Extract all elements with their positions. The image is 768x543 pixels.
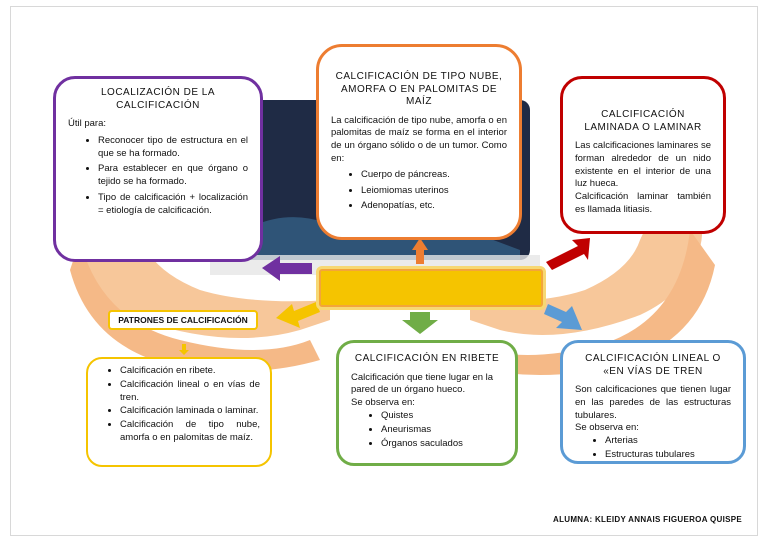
arrow-left-purple [262, 256, 312, 281]
laminada-text-2: Calcificación laminar también es llamada… [575, 191, 711, 216]
list-item: Órganos saculados [381, 438, 503, 451]
right-palm-shape [460, 230, 715, 375]
arrow-small-down-yellow [179, 344, 189, 355]
center-topic-bar [316, 266, 546, 310]
lineal-list: Arterias Estructuras tubulares [575, 435, 731, 462]
lineal-title: CALCIFICACIÓN LINEAL O «EN VÍAS DE TREN [585, 353, 721, 377]
list-item: Reconocer tipo de estructura en el que s… [98, 135, 248, 161]
ribete-observa: Se observa en: [351, 397, 415, 409]
nube-box: CALCIFICACIÓN DE TIPO NUBE, AMORFA O EN … [316, 44, 522, 240]
patrones-label: PATRONES DE CALCIFICACIÓN [108, 310, 258, 330]
ribete-list: Quistes Aneurismas Órganos saculados [351, 410, 503, 450]
patrones-box: Calcificación en ribete. Calcificación l… [86, 357, 272, 467]
ribete-text: Calcificación que tiene lugar en la pare… [351, 371, 494, 396]
list-item: Tipo de calcificación + localización = e… [98, 192, 248, 218]
nube-list: Cuerpo de páncreas. Leiomiomas uterinos … [331, 169, 507, 213]
localizacion-box: LOCALIZACIÓN DE LA CALCIFICACIÓN Útil pa… [53, 76, 263, 262]
list-item: Aneurismas [381, 424, 503, 437]
arrow-down-left-yellow [276, 302, 320, 328]
list-item: Quistes [381, 410, 503, 423]
list-item: Adenopatías, etc. [361, 200, 507, 213]
list-item: Leiomiomas uterinos [361, 185, 507, 198]
arrow-down-green [402, 312, 438, 334]
lineal-box: CALCIFICACIÓN LINEAL O «EN VÍAS DE TREN … [560, 340, 746, 464]
laminada-box: CALCIFICACIÓN LAMINADA O LAMINAR Las cal… [560, 76, 726, 234]
arrow-up-right-red [546, 238, 590, 270]
laminada-text-1: Las calcificaciones laminares se forman … [575, 140, 711, 190]
list-item: Calcificación en ribete. [120, 365, 260, 378]
lineal-observa: Se observa en: [575, 422, 639, 434]
author-label: ALUMNA: KLEIDY ANNAIS FIGUEROA QUISPE [553, 515, 743, 524]
list-item: Cuerpo de páncreas. [361, 169, 507, 182]
list-item: Arterias [605, 435, 731, 448]
nube-title: CALCIFICACIÓN DE TIPO NUBE, AMORFA O EN … [335, 71, 503, 107]
localizacion-intro: Útil para: [68, 118, 107, 129]
list-item: Calcificación de tipo nube, amorfa o en … [120, 419, 260, 445]
list-item: Calcificación lineal o en vías de tren. [120, 379, 260, 405]
patrones-list: Calcificación en ribete. Calcificación l… [98, 365, 260, 445]
list-item: Estructuras tubulares [605, 449, 731, 462]
list-item: Para establecer en que órgano o tejido s… [98, 163, 248, 189]
arrow-up-orange [412, 238, 428, 264]
lineal-text: Son calcificaciones que tienen lugar en … [575, 384, 731, 421]
arrow-down-right-blue [544, 304, 582, 330]
ribete-box: CALCIFICACIÓN EN RIBETE Calcificación qu… [336, 340, 518, 466]
list-item: Calcificación laminada o laminar. [120, 405, 260, 418]
ribete-title: CALCIFICACIÓN EN RIBETE [354, 353, 500, 364]
localizacion-list: Reconocer tipo de estructura en el que s… [68, 135, 248, 218]
left-palm-shape [70, 240, 320, 372]
laminada-title: CALCIFICACIÓN LAMINADA O LAMINAR [584, 109, 702, 133]
localizacion-title: LOCALIZACIÓN DE LA CALCIFICACIÓN [100, 87, 216, 111]
nube-text: La calcificación de tipo nube, amorfa o … [331, 114, 507, 164]
